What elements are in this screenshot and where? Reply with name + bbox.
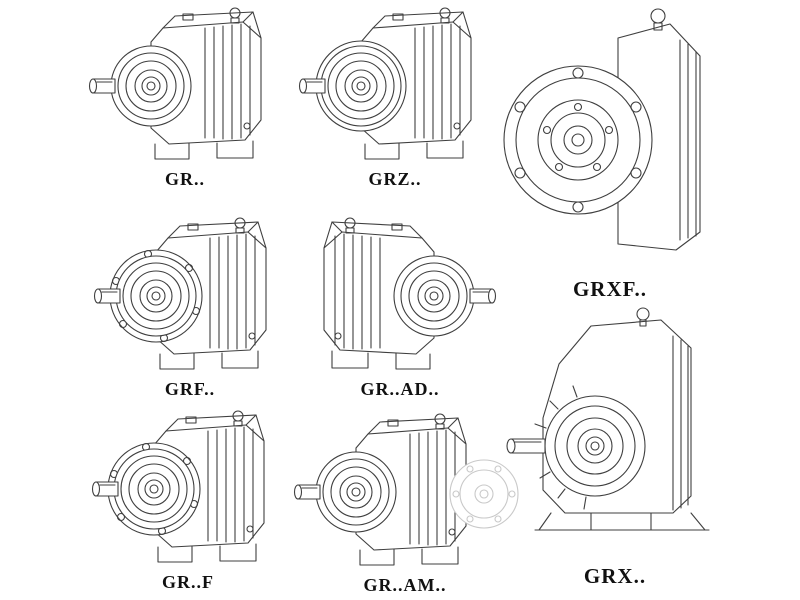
figure-label-grx: GRX..	[583, 564, 647, 588]
gearbox-drawing-gr-f	[91, 410, 265, 563]
figure-gr-f: GR..F	[88, 405, 288, 593]
gearbox-drawing-gr	[88, 7, 262, 160]
gearbox-drawing-grz	[298, 7, 472, 160]
figure-grz: GRZ..	[295, 2, 495, 190]
gearbox-drawing-grxf	[503, 8, 701, 251]
figure-label-grf: GRF..	[164, 379, 216, 399]
figure-gr-ad: GR..AD..	[295, 212, 505, 400]
gearbox-drawing-grx	[506, 307, 710, 531]
figure-grx: GRX..	[495, 300, 735, 589]
figure-label-grz: GRZ..	[368, 169, 422, 189]
figure-gr-am: GR..AM..	[290, 408, 520, 596]
figure-label-gr-am: GR..AM..	[363, 575, 447, 595]
gearbox-drawing-gr-ad	[323, 217, 497, 370]
figure-label-grxf: GRXF..	[572, 277, 648, 301]
figure-label-gr-ad: GR..AD..	[360, 379, 440, 399]
gearbox-drawing-grf	[93, 217, 267, 370]
figure-label-gr-f: GR..F	[162, 572, 214, 592]
figure-grf: GRF..	[90, 212, 290, 400]
figure-gr: GR..	[85, 2, 285, 190]
figure-label-gr: GR..	[165, 169, 205, 189]
figure-grxf: GRXF..	[500, 0, 720, 302]
gearbox-drawing-gr-am	[293, 413, 519, 566]
